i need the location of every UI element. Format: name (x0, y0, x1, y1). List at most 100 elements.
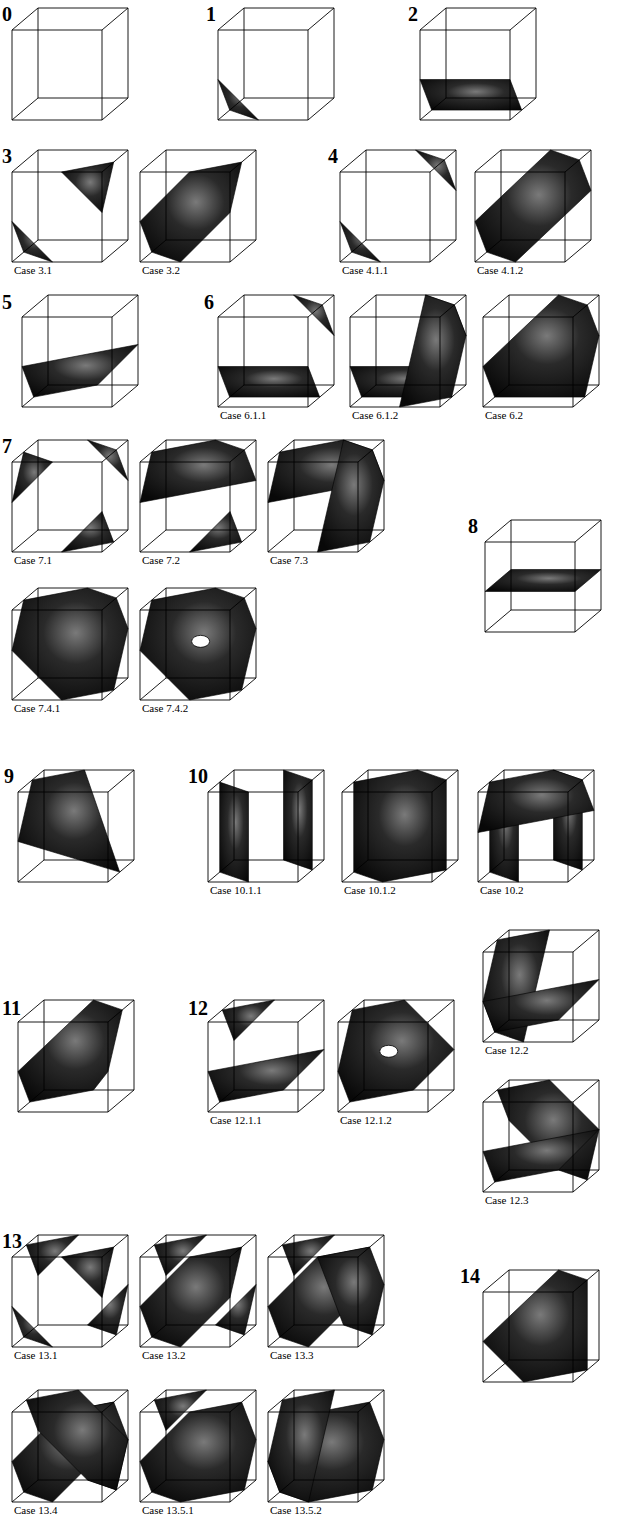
cube-edge (483, 1042, 573, 1043)
isosurface (318, 440, 385, 552)
cube-edge (166, 1235, 167, 1325)
cube-edge (565, 172, 566, 262)
cube-edge (358, 1412, 359, 1502)
case-label: Case 13.5.1 (142, 1504, 194, 1516)
cube-edge (504, 770, 505, 860)
cube-edge (432, 860, 458, 882)
cube-edge (44, 1000, 45, 1090)
cube-edge (166, 530, 256, 531)
cube-edge (368, 770, 369, 860)
cube-edge (166, 588, 167, 678)
cube-edge (420, 8, 446, 30)
isosurface (12, 588, 128, 700)
cube-edge (428, 1000, 454, 1022)
cube-edge (230, 678, 256, 700)
cube-edge (340, 240, 366, 262)
cube-edge (358, 530, 384, 552)
cube-edge (38, 150, 128, 151)
cube-edge (140, 610, 141, 700)
cube-edge (44, 1090, 134, 1091)
cube-edge (358, 1480, 384, 1502)
case-label: Case 12.3 (485, 1194, 528, 1206)
cube-edge (298, 1090, 324, 1112)
cube-figure (22, 295, 138, 407)
cube-edge (18, 860, 44, 882)
cube-edge (483, 317, 484, 407)
cube-edge (18, 1112, 108, 1113)
cube-edge (573, 1170, 599, 1192)
cube-edge (102, 588, 128, 610)
cube-edge (166, 678, 256, 679)
cube-edge (48, 385, 138, 386)
case-label: Case 13.4 (14, 1504, 57, 1516)
cube-figure (12, 1390, 128, 1502)
cube-edge (256, 1235, 257, 1325)
cube-edge (218, 407, 308, 408)
case-number: 2 (408, 4, 418, 24)
cube-edge (338, 1022, 428, 1023)
cube-figure (12, 1235, 128, 1347)
cube-edge (134, 770, 135, 860)
cube-edge (483, 1102, 484, 1192)
cube-edge (366, 240, 456, 241)
cube-edge (298, 792, 299, 882)
cube-edge (308, 385, 334, 407)
cube-edge (38, 530, 128, 531)
isosurface (140, 162, 242, 262)
cube-edge (38, 1390, 39, 1480)
cube-edge (108, 1090, 134, 1112)
cube-edge (230, 1235, 256, 1257)
cube-edge (485, 542, 486, 632)
cube-edge (230, 1480, 256, 1502)
cube-edge (230, 440, 256, 462)
cube-edge (478, 792, 568, 793)
cube-edge (364, 1000, 454, 1001)
cube-edge (440, 385, 466, 407)
cube-edge (12, 588, 38, 610)
cube-edge (12, 30, 102, 31)
cube-edge (485, 542, 575, 543)
cube-edge (230, 150, 256, 172)
cube-edge (218, 317, 308, 318)
cube-edge (18, 1022, 19, 1112)
cube-edge (140, 1325, 166, 1347)
cube-edge (38, 678, 128, 679)
case-label: Case 7.1 (14, 554, 52, 566)
cube-edge (483, 1170, 509, 1192)
cube-edge (366, 150, 456, 151)
case-number: 1 (206, 3, 216, 25)
isosurface (222, 1000, 274, 1041)
case-label: Case 7.1 (14, 554, 52, 566)
cube-edge (102, 1325, 128, 1347)
cube-edge (12, 120, 102, 121)
cube-edge (102, 678, 128, 700)
cube-figure (208, 770, 324, 882)
cube-edge (230, 240, 256, 262)
cube-edge (44, 1000, 134, 1001)
cube-edge (466, 295, 467, 385)
cube-edge (268, 1412, 358, 1413)
cube-edge (218, 120, 308, 121)
cube-edge (510, 8, 536, 30)
cube-figure (12, 8, 128, 120)
cube-edge (12, 98, 38, 120)
cube-edge (12, 610, 13, 700)
case-label: Case 7.4.2 (142, 702, 188, 714)
isosurface (483, 1130, 599, 1183)
cube-edge (12, 1325, 38, 1347)
cube-edge (358, 462, 359, 552)
case-number: 5 (2, 292, 12, 312)
cube-edge (18, 1000, 44, 1022)
cube-edge (166, 588, 256, 589)
case-label: Case 13.2 (142, 1349, 185, 1361)
cube-edge (420, 120, 510, 121)
cube-edge (366, 150, 367, 240)
cube-edge (230, 1257, 231, 1347)
cube-edge (509, 1360, 599, 1361)
cube-edge (244, 98, 334, 99)
cube-edge (475, 262, 565, 263)
cube-edge (599, 295, 600, 385)
case-label: Case 6.1.2 (352, 409, 398, 421)
case-label: Case 12.2 (485, 1044, 528, 1056)
